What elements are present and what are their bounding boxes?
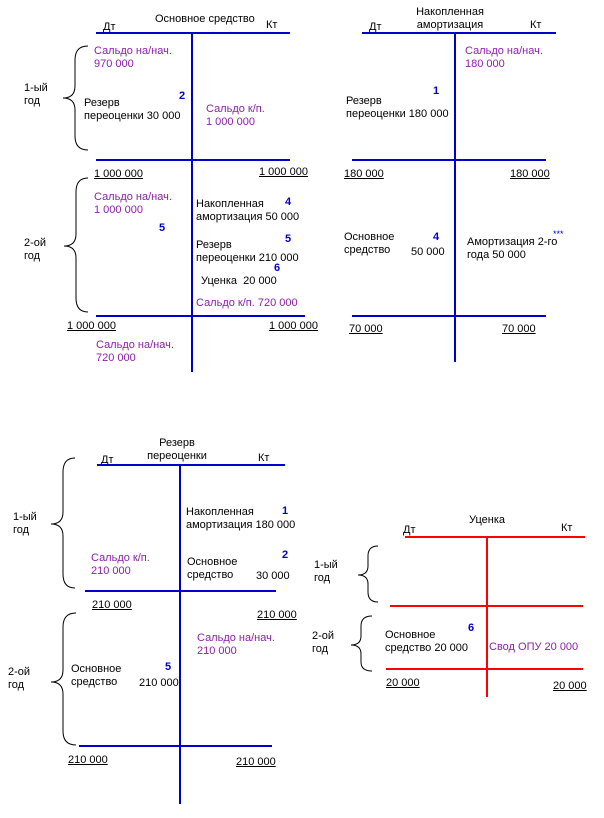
fixed-asset-opening-balance-3: Сальдо на/нач. 720 000 [96, 339, 174, 364]
amort-turnover-kt-2: 70 000 [502, 323, 536, 335]
amort-asset-entry: Основное средство [344, 231, 395, 256]
entry-number-4: 4 [433, 231, 440, 243]
brace-rr-y1 [50, 457, 76, 589]
markdown-year1-label: 1-ый год [314, 559, 338, 584]
reserve-opening-balance-2: Сальдо на/нач. 210 000 [197, 632, 275, 657]
fixed-asset-turnover-dt-2: 1 000 000 [67, 320, 116, 332]
markdown-pl-entry: Свод ОПУ 20 000 [489, 641, 579, 653]
reserve-asset-debit-entry: Основное средство [71, 663, 122, 688]
reserve-asset-debit-amount: 210 000 [139, 677, 179, 689]
reserve-turnover-kt-2: 210 000 [236, 756, 276, 768]
amort-turnover-dt-1: 180 000 [344, 168, 384, 180]
markdown-turnover-dt: 20 000 [386, 677, 420, 689]
entry-number-1: 1 [282, 505, 289, 517]
fixed-asset-year2-label: 2-ой год [24, 237, 47, 262]
fixed-asset-debit-label: Дт [103, 21, 116, 33]
fixed-asset-reserve-entry: Резерв переоценки 30 000 [84, 97, 181, 122]
reserve-year2-label: 2-ой год [8, 666, 31, 691]
markdown-year2-label: 2-ой год [312, 630, 335, 655]
amort-turnover-kt-1: 180 000 [510, 168, 550, 180]
reserve-turnover-dt-1: 210 000 [92, 599, 132, 611]
fixed-asset-reserve-credit-entry: Резерв переоценки 210 000 [196, 239, 299, 264]
amort-turnover-dt-2: 70 000 [349, 323, 383, 335]
reserve-amortization-entry: Накопленная амортизация 180 000 [186, 506, 296, 531]
fixed-asset-opening-balance-1: Сальдо на/нач. 970 000 [94, 45, 172, 70]
amort-reserve-entry: Резерв переоценки 180 000 [346, 95, 449, 120]
entry-number-2: 2 [282, 549, 289, 561]
reserve-turnover-kt-1: 210 000 [257, 609, 297, 621]
reserve-debit-label: Дт [101, 454, 114, 466]
entry-number-6: 6 [274, 262, 281, 274]
fixed-asset-amortization-entry: Накопленная амортизация 50 000 [196, 198, 300, 223]
amort-title: Накопленная амортизация [416, 6, 484, 31]
amort-year2-entry: Амортизация 2-го года 50 000 [467, 236, 558, 261]
entry-number-1: 1 [433, 85, 440, 97]
entry-number-4: 4 [285, 196, 292, 208]
reserve-asset-entry: Основное средство [187, 556, 238, 581]
brace-fa-y1 [62, 45, 89, 151]
entry-number-6: 6 [468, 622, 475, 634]
reserve-credit-label: Кт [258, 452, 270, 464]
reserve-title: Резерв переоценки [147, 437, 207, 462]
entry-number-5: 5 [285, 233, 292, 245]
fixed-asset-year1-label: 1-ый год [24, 82, 48, 107]
fixed-asset-turnover-kt-2: 1 000 000 [269, 320, 318, 332]
amort-opening-balance-1: Сальдо на/нач. 180 000 [465, 45, 543, 70]
markdown-title: Уценка [469, 514, 506, 526]
brace-md-y1 [357, 545, 379, 603]
fixed-asset-turnover-dt-1: 1 000 000 [94, 168, 143, 180]
amort-footnote-stars: *** [553, 229, 564, 239]
entry-number-5: 5 [159, 222, 166, 234]
amort-credit-label: Кт [530, 19, 542, 31]
fixed-asset-closing-balance-2: Сальдо к/п. 720 000 [196, 297, 298, 309]
fixed-asset-opening-balance-2: Сальдо на/нач. 1 000 000 [94, 191, 172, 216]
amort-asset-amount: 50 000 [411, 246, 445, 258]
amort-debit-label: Дт [369, 21, 382, 33]
fixed-asset-credit-label: Кт [266, 19, 278, 31]
brace-rr-y2 [50, 612, 77, 746]
brace-fa-y2 [63, 177, 89, 313]
fixed-asset-closing-balance-1: Сальдо к/п. 1 000 000 [206, 103, 265, 128]
entry-number-5: 5 [165, 661, 172, 673]
markdown-asset-entry: Основное средство 20 000 [385, 629, 468, 654]
entry-number-2: 2 [179, 90, 186, 102]
reserve-closing-balance-1: Сальдо к/п. 210 000 [91, 552, 150, 577]
fixed-asset-title: Основное средство [155, 13, 255, 25]
reserve-year1-label: 1-ый год [13, 511, 37, 536]
markdown-credit-label: Кт [561, 522, 573, 534]
fixed-asset-markdown-entry: Уценка 20 000 [201, 275, 277, 287]
reserve-asset-amount: 30 000 [256, 570, 290, 582]
reserve-turnover-dt-2: 210 000 [68, 754, 108, 766]
markdown-turnover-kt: 20 000 [553, 680, 587, 692]
brace-md-y2 [350, 615, 373, 672]
fixed-asset-turnover-kt-1: 1 000 000 [259, 166, 308, 178]
markdown-debit-label: Дт [403, 524, 416, 536]
